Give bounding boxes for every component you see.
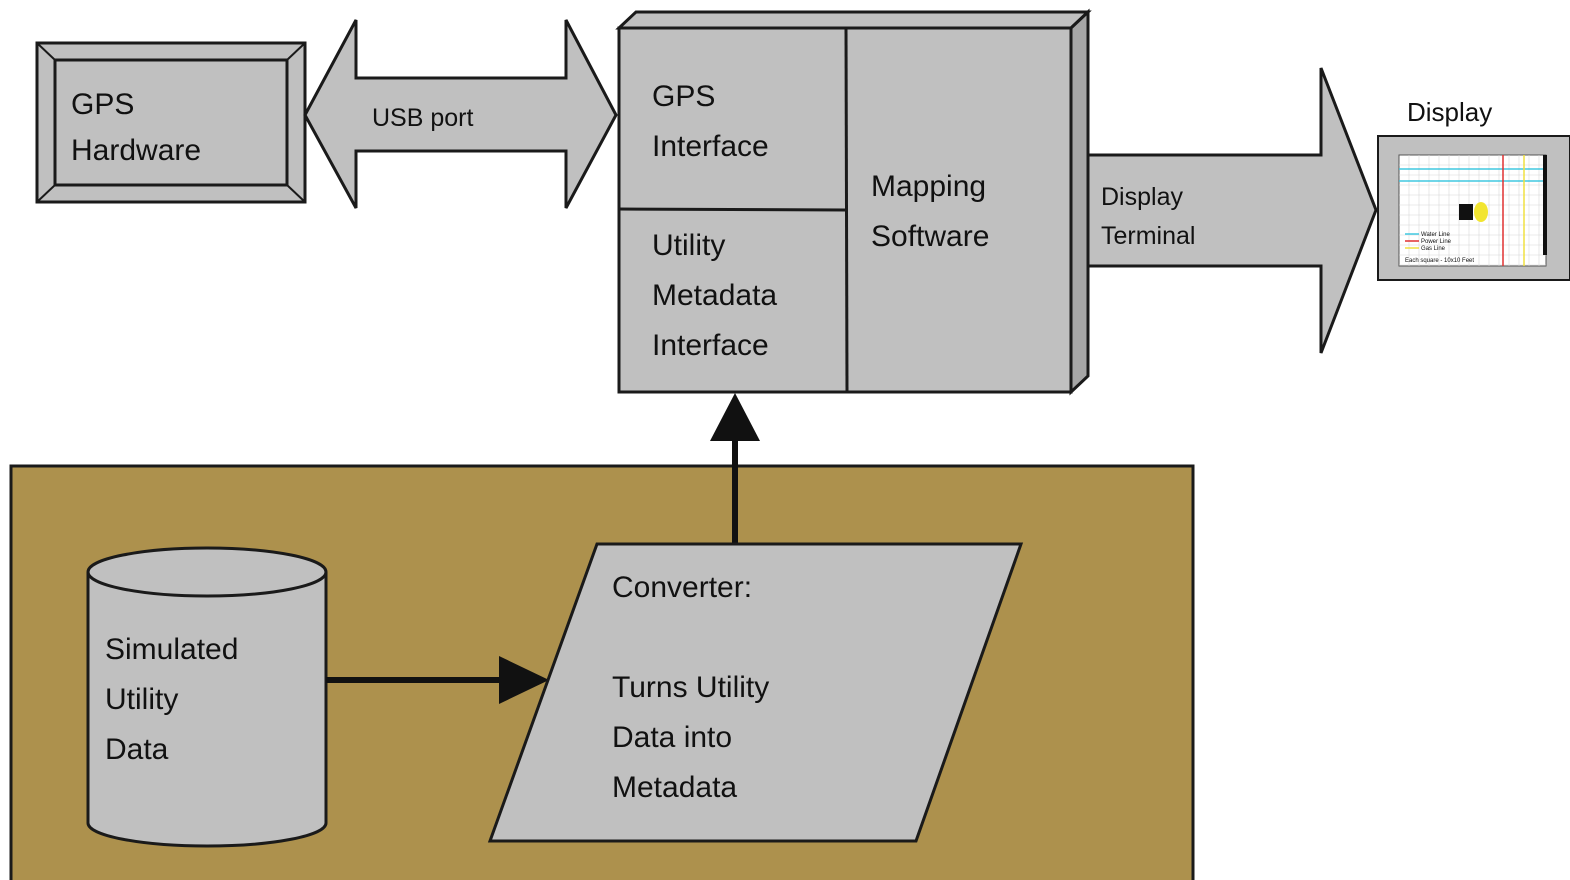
display-right-bar (1543, 155, 1547, 255)
gps-interface-label-2: Interface (652, 130, 769, 163)
usb-port-label: USB port (372, 104, 473, 132)
display-title: Display (1407, 97, 1492, 127)
simulated-data-label-3: Data (105, 733, 169, 766)
gps-hardware-label-1: GPS (71, 88, 134, 121)
legend-gas-line: Gas Line (1421, 246, 1446, 252)
usb-port-double-arrow: USB port (303, 19, 618, 209)
legend-water-line: Water Line (1421, 232, 1450, 238)
mapping-software-label-1: Mapping (871, 170, 986, 203)
mapping-software-label-2: Software (871, 220, 989, 253)
gps-hardware-label-2: Hardware (71, 134, 201, 167)
computer-block: GPS Interface Utility Metadata Interface… (615, 8, 1092, 396)
data-to-converter-arrow (326, 656, 549, 704)
converter-desc-1: Turns Utility (612, 671, 769, 704)
gps-hardware-box: GPS Hardware (35, 41, 307, 204)
position-marker-square (1459, 204, 1473, 220)
converter-desc-2: Data into (612, 721, 732, 754)
gps-interface-label-1: GPS (652, 80, 715, 113)
converter-to-interface-arrow (710, 393, 760, 543)
display-terminal-arrow: Display Terminal (1086, 67, 1378, 354)
gps-interface-module: GPS Interface (652, 80, 769, 163)
display-legend: Water Line Power Line Gas Line Each squa… (1405, 232, 1474, 264)
display-terminal-label-1: Display (1101, 183, 1183, 211)
legend-power-line: Power Line (1421, 239, 1452, 245)
converter-parallelogram: Converter: Turns Utility Data into Metad… (487, 542, 1024, 843)
simulated-data-label-2: Utility (105, 683, 178, 716)
converter-desc-3: Metadata (612, 771, 737, 804)
simulated-data-label-1: Simulated (105, 633, 238, 666)
display-terminal-label-2: Terminal (1101, 222, 1195, 250)
mapping-software-module: Mapping Software (871, 170, 989, 253)
converter-title: Converter: (612, 571, 752, 604)
utility-metadata-label-2: Metadata (652, 279, 777, 312)
utility-metadata-interface-module: Utility Metadata Interface (652, 229, 777, 362)
utility-metadata-label-1: Utility (652, 229, 725, 262)
position-marker-ellipse (1474, 202, 1488, 222)
legend-scale-note: Each square - 10x10 Feet (1405, 258, 1474, 264)
display-monitor: Display Water Line Power Line Gas Line E… (1377, 97, 1570, 281)
simulated-utility-data-cylinder: Simulated Utility Data (86, 546, 328, 848)
utility-metadata-label-3: Interface (652, 329, 769, 362)
